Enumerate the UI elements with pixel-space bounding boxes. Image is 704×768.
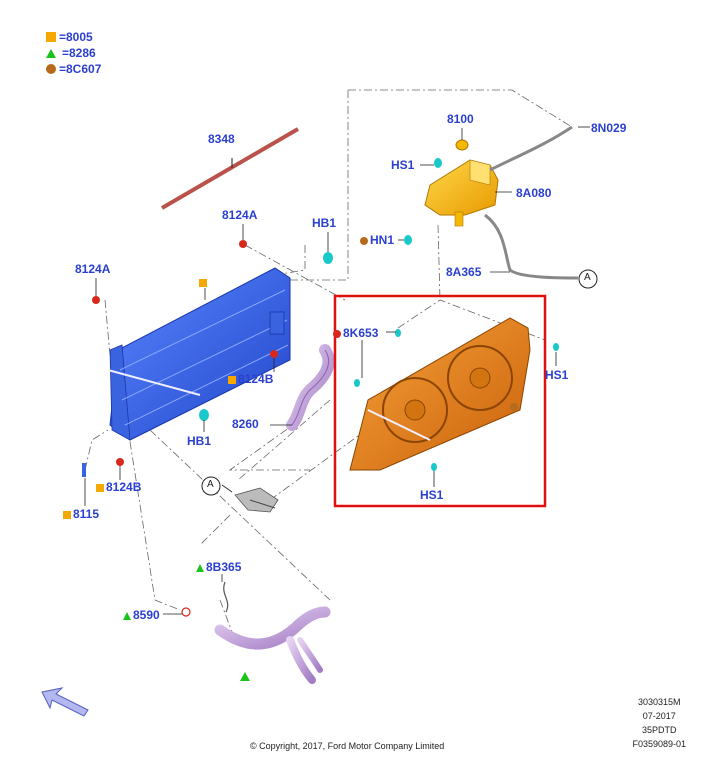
- label-8124A-top: 8124A: [222, 208, 258, 222]
- ref-circle-A-left: [201, 476, 221, 496]
- square-icon: [46, 32, 56, 42]
- reference-block: 3030315M 07-2017 35PDTD F0359089-01: [632, 695, 686, 751]
- label-8115: 8115: [63, 507, 99, 521]
- legend-item-8286: =8286: [46, 45, 101, 61]
- label-8124A-left: 8124A: [75, 262, 111, 276]
- bolt-HN1: [404, 235, 412, 245]
- ref-line-4: F0359089-01: [632, 739, 686, 749]
- ref-line-2: 07-2017: [642, 711, 676, 721]
- circle-icon: [46, 64, 56, 74]
- label-HS1-tank: HS1: [391, 158, 415, 172]
- clip-8124B-mid: [270, 350, 278, 358]
- label-HB1-top: HB1: [312, 216, 337, 230]
- radiator: [107, 267, 291, 441]
- fan-shroud: [349, 317, 559, 471]
- legend-text: =8C607: [59, 62, 102, 76]
- lower-hose: [214, 606, 331, 650]
- label-8260: 8260: [232, 417, 259, 431]
- bolt-HB1-mid: [199, 409, 209, 421]
- label-8N029: 8N029: [591, 121, 627, 135]
- label-HN1: HN1: [360, 233, 394, 247]
- drain-plug: [82, 463, 86, 477]
- label-8K653: 8K653: [333, 326, 378, 340]
- label-8124B-mid: 8124B: [228, 372, 273, 386]
- bracket: [234, 487, 279, 513]
- bolt-HB1-top: [323, 252, 333, 264]
- marker-8005: [199, 275, 209, 289]
- clip-8124A-left: [92, 296, 100, 304]
- label-8348: 8348: [208, 132, 235, 146]
- legend-item-8C607: =8C607: [46, 61, 101, 77]
- label-8124B-low: 8124B: [96, 480, 141, 494]
- tank-cap: [455, 139, 469, 151]
- triangle-marker: [240, 672, 250, 681]
- copyright-text: © Copyright, 2017, Ford Motor Company Li…: [250, 741, 445, 751]
- clip-8124A-top: [239, 240, 247, 248]
- ref-line-3: 35PDTD: [641, 725, 677, 735]
- overflow-hose: [484, 213, 579, 280]
- label-8100: 8100: [447, 112, 474, 126]
- bolt-HS1-tank: [434, 158, 442, 168]
- label-8A080: 8A080: [516, 186, 552, 200]
- label-A-right: A: [584, 272, 591, 283]
- highlight-box: [333, 294, 547, 508]
- ref-line-1: 3030315M: [637, 697, 681, 707]
- clip-8124B-low: [116, 458, 124, 466]
- legend-text: =8286: [62, 46, 96, 60]
- legend-text: =8005: [59, 30, 93, 44]
- degas-tank: [404, 139, 499, 245]
- ref-circle-A-right: [578, 269, 598, 289]
- legend-item-8005: =8005: [46, 29, 101, 45]
- seal-strip: [160, 127, 300, 210]
- label-HS1-bottom: HS1: [420, 488, 444, 502]
- label-8590: 8590: [123, 608, 160, 622]
- label-HB1-mid: HB1: [187, 434, 212, 448]
- label-8A365: 8A365: [446, 265, 482, 279]
- vent-hose: [489, 125, 573, 172]
- front-arrow-icon: [41, 687, 89, 717]
- label-8B365: 8B365: [196, 560, 241, 574]
- legend: =8005 =8286 =8C607: [46, 29, 101, 77]
- label-HS1-right: HS1: [545, 368, 569, 382]
- triangle-icon: [46, 48, 56, 58]
- label-A-left: A: [207, 479, 214, 490]
